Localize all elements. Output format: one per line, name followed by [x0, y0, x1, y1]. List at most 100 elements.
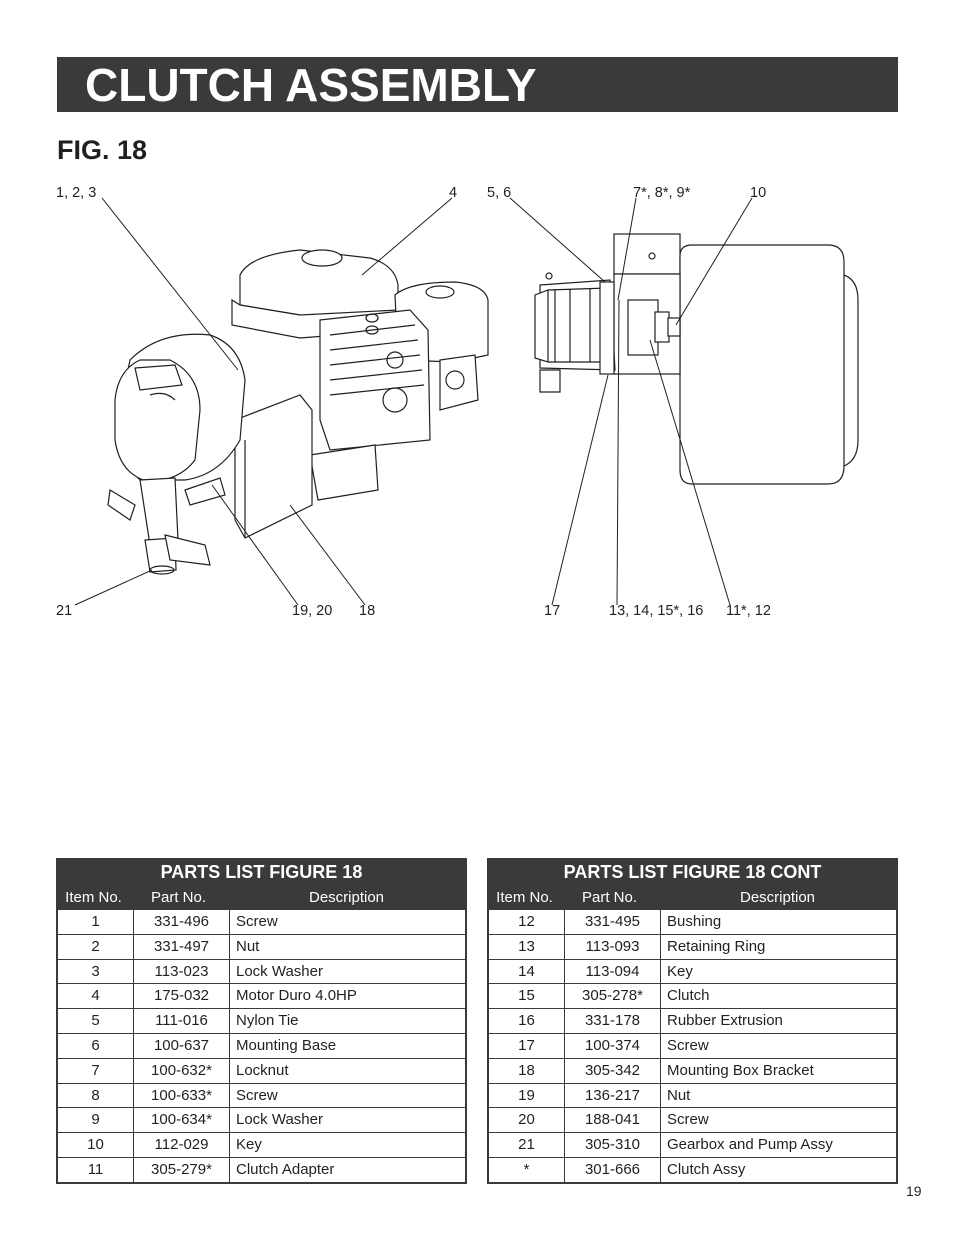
cell-part-no: 331-178	[565, 1009, 661, 1033]
cell-part-no: 331-497	[134, 934, 230, 959]
cell-item-no: 3	[58, 959, 134, 984]
cell-item-no: 16	[489, 1009, 565, 1033]
cell-description: Screw	[236, 1086, 278, 1104]
callout-21: 21	[56, 603, 73, 619]
cell-description: Screw	[667, 1036, 709, 1054]
figure-label: FIG. 18	[57, 135, 148, 165]
cell-part-no: 331-496	[134, 910, 230, 934]
cell-part-no: 113-093	[565, 934, 661, 959]
cell-description: Nut	[236, 937, 260, 955]
cell-item-no: 6	[58, 1033, 134, 1058]
header-description: Description	[308, 889, 385, 906]
cell-description: Bushing	[667, 913, 722, 930]
table-title: PARTS LIST FIGURE 18 CONT	[487, 858, 898, 886]
cell-item-no: 14	[489, 959, 565, 984]
callout-1-2-3: 1, 2, 3	[56, 185, 97, 201]
cell-item-no: 12	[489, 910, 565, 934]
cell-part-no: 305-278*	[565, 984, 661, 1009]
clutch-side-illustration	[534, 233, 859, 485]
cell-description: Key	[236, 1136, 262, 1154]
table-header: Item No. Part No. Description	[56, 886, 467, 910]
cell-description: Screw	[236, 913, 278, 930]
table-title: PARTS LIST FIGURE 18	[56, 858, 467, 886]
cell-part-no: 188-041	[565, 1108, 661, 1133]
cell-description: Gearbox and Pump Assy	[667, 1136, 833, 1154]
cell-item-no: 4	[58, 984, 134, 1009]
cell-item-no: 20	[489, 1108, 565, 1133]
cell-part-no: 113-023	[134, 959, 230, 984]
cell-item-no: 10	[58, 1133, 134, 1157]
cell-description: Rubber Extrusion	[667, 1012, 783, 1030]
table-row: *301-666 Clutch Assy	[489, 1156, 896, 1182]
cell-description: Lock Washer	[236, 962, 323, 980]
cell-item-no: 17	[489, 1033, 565, 1058]
callout-13-14-15-16: 13, 14, 15*, 16	[609, 603, 704, 619]
engine-illustration	[107, 249, 489, 575]
cell-item-no: 13	[489, 934, 565, 959]
cell-part-no: 100-634*	[134, 1108, 230, 1133]
cell-part-no: 175-032	[134, 984, 230, 1009]
cell-description: Mounting Base	[236, 1036, 337, 1054]
header-item-no: Item No.	[65, 889, 122, 906]
cell-description: Nylon Tie	[236, 1012, 299, 1030]
cell-description: Mounting Box Bracket	[667, 1061, 814, 1079]
cell-item-no: 5	[58, 1009, 134, 1033]
header-part-no: Part No.	[581, 889, 638, 906]
title-bar: CLUTCH ASSEMBLY	[57, 57, 898, 112]
cell-item-no: 19	[489, 1083, 565, 1108]
cell-part-no: 331-495	[565, 910, 661, 934]
table-header: Item No. Part No. Description	[487, 886, 898, 910]
cell-part-no: 113-094	[565, 959, 661, 984]
cell-part-no: 136-217	[565, 1083, 661, 1108]
parts-table-1: PARTS LIST FIGURE 18 Item No. Part No. D…	[56, 858, 467, 1184]
cell-description: Screw	[667, 1111, 709, 1129]
cell-description: Clutch Assy	[667, 1160, 746, 1178]
clutch-assembly-diagram	[74, 197, 859, 606]
cell-description: Clutch	[667, 987, 710, 1005]
cell-part-no: 100-637	[134, 1033, 230, 1058]
header-item-no: Item No.	[496, 889, 553, 906]
cell-item-no: 11	[58, 1157, 134, 1182]
cell-part-no: 301-666	[565, 1157, 661, 1182]
cell-item-no: 21	[489, 1133, 565, 1157]
cell-description: Lock Washer	[236, 1111, 323, 1129]
callout-19-20: 19, 20	[292, 603, 333, 619]
callout-18: 18	[359, 603, 376, 619]
cell-description: Nut	[667, 1086, 691, 1104]
cell-part-no: 305-342	[565, 1058, 661, 1083]
cell-part-no: 112-029	[134, 1133, 230, 1157]
callout-4: 4	[449, 185, 458, 201]
cell-part-no: 100-632*	[134, 1058, 230, 1083]
cell-item-no: 9	[58, 1108, 134, 1133]
callout-10: 10	[750, 185, 767, 201]
cell-part-no: 305-310	[565, 1133, 661, 1157]
cell-description: Key	[667, 962, 693, 980]
cell-part-no: 111-016	[134, 1009, 230, 1033]
cell-part-no: 100-633*	[134, 1083, 230, 1108]
cell-item-no: 2	[58, 934, 134, 959]
cell-item-no: *	[489, 1157, 565, 1182]
cell-item-no: 18	[489, 1058, 565, 1083]
cell-description: Locknut	[236, 1061, 289, 1079]
header-part-no: Part No.	[150, 889, 207, 906]
